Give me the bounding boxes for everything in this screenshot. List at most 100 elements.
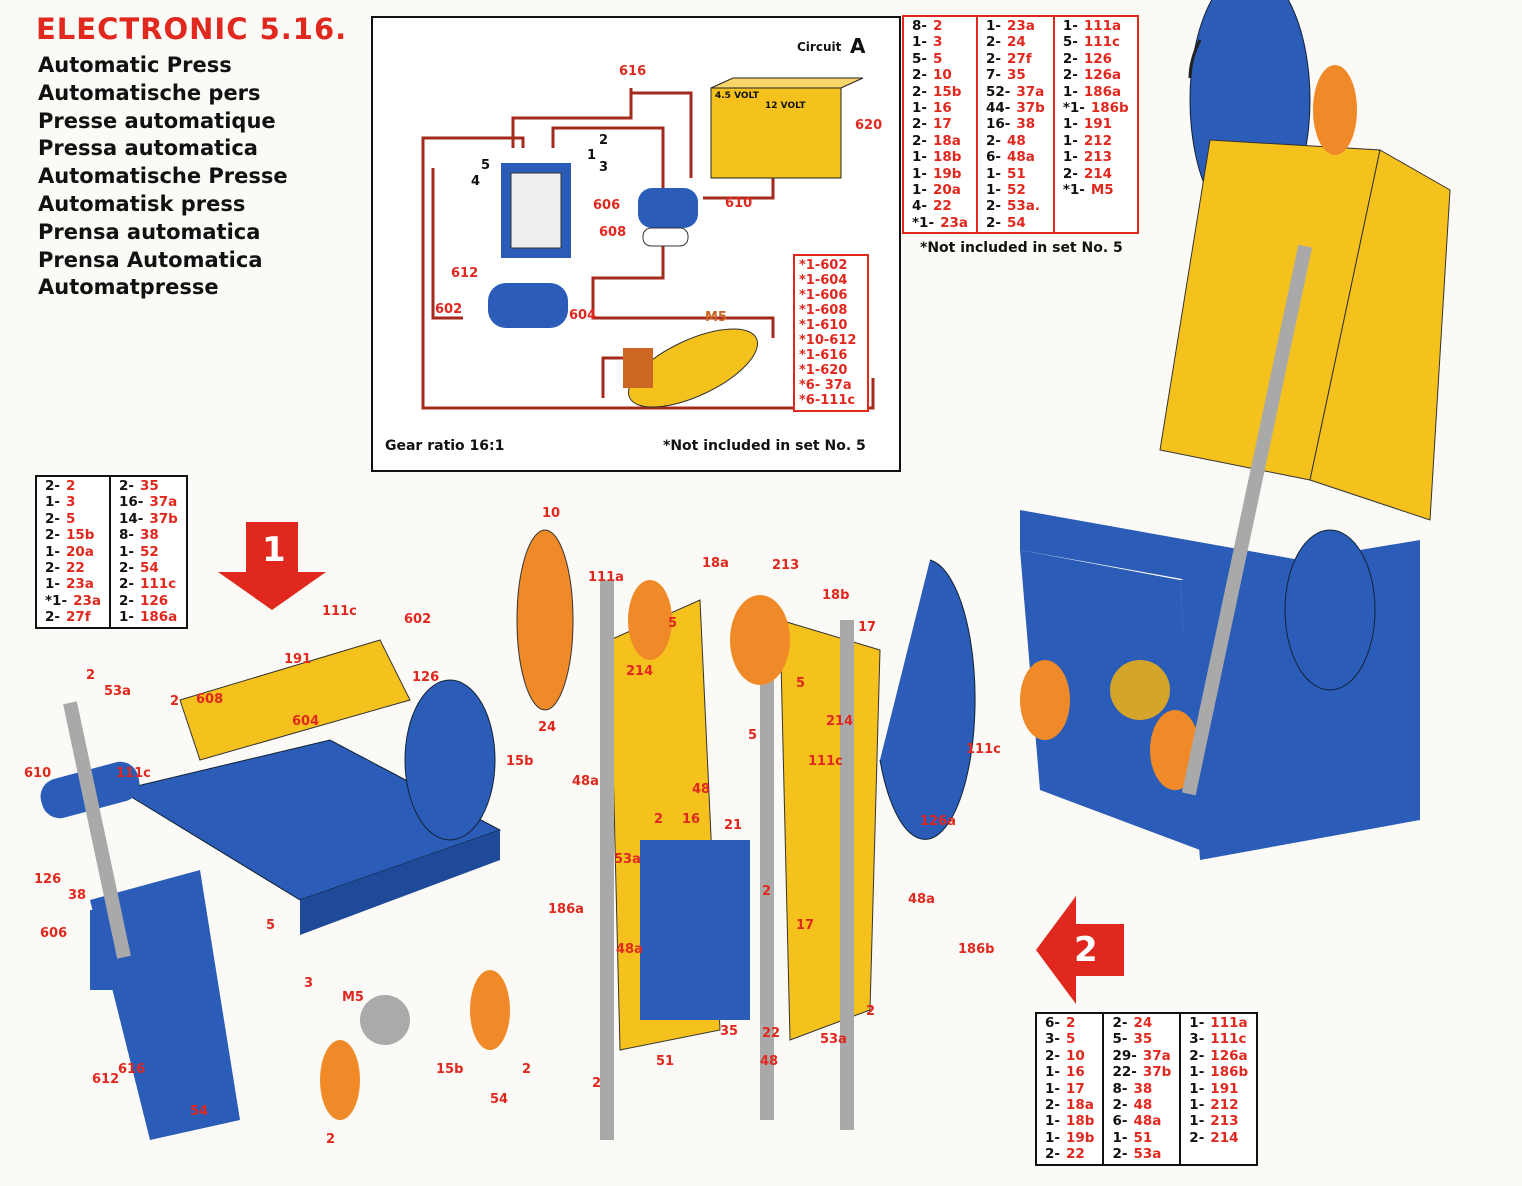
callout: 213	[772, 558, 800, 573]
part-number: 20a	[66, 543, 94, 560]
part-number: 19b	[1066, 1129, 1095, 1146]
part-quantity: 1-	[1045, 1080, 1060, 1097]
part-quantity: 1-	[1062, 83, 1078, 100]
model-name: Prensa automatica	[38, 219, 261, 244]
part-row: 2-126a	[1063, 67, 1129, 83]
part-row: 4- 22	[912, 198, 968, 214]
part-number: 212	[1083, 132, 1112, 149]
gear-ratio: Gear ratio 16:1	[385, 438, 505, 454]
callout: M5	[705, 310, 727, 325]
part-quantity: 6-	[1045, 1015, 1060, 1031]
part-quantity: 8-	[118, 527, 134, 544]
part-row: *1-23a	[45, 593, 101, 609]
part-number: 35	[1133, 1031, 1153, 1048]
part-number: 186b	[1210, 1064, 1249, 1081]
callout: 608	[196, 692, 224, 707]
part-number: 23a	[73, 592, 101, 609]
callout: 5	[796, 676, 806, 691]
part-number: 22	[933, 198, 952, 215]
part-quantity: 3-	[1189, 1031, 1205, 1048]
part-row: 14-37b	[119, 511, 178, 527]
callout: 2	[326, 1132, 336, 1147]
part-number: 16	[933, 100, 952, 117]
part-row: 5-5	[912, 51, 968, 67]
part-number: 186a	[139, 609, 178, 626]
part-quantity: 2-	[45, 560, 60, 577]
part-number: 213	[1083, 149, 1112, 166]
part-quantity: 1-	[1189, 1080, 1205, 1097]
part-row: 1-212	[1063, 133, 1129, 149]
callout: 616	[619, 64, 647, 79]
part-number: 48a	[1133, 1113, 1162, 1130]
stage1-number: 1	[262, 530, 286, 570]
callout: 24	[538, 720, 557, 735]
part-quantity: 2-	[1062, 67, 1078, 84]
part-quantity: 2-	[985, 50, 1001, 67]
part-quantity: 1-	[45, 576, 60, 593]
part-quantity: 2-	[1062, 50, 1078, 67]
circuit-diagram: Circuit A 616 620 2 1 3 5 4 606 610 608 …	[371, 16, 901, 472]
part-row: 3-5	[1045, 1031, 1094, 1047]
part-number: 24	[1133, 1015, 1153, 1031]
callout: 214	[826, 714, 854, 729]
part-row: 2-15b	[45, 527, 101, 543]
part-row: 2- 5	[45, 511, 101, 527]
part-quantity: 2-	[912, 83, 927, 100]
part-quantity: *1-	[912, 214, 935, 231]
part-row: 2-24	[986, 34, 1045, 50]
part-number: 2	[933, 18, 943, 34]
part-number: 48	[1006, 132, 1026, 149]
part-row: 2-53a	[1112, 1146, 1171, 1162]
part-quantity: 2-	[985, 198, 1001, 215]
part-row: 2-126	[119, 593, 178, 609]
part-quantity: 2-	[45, 510, 60, 527]
part-row: 1-51	[1112, 1130, 1171, 1146]
part-row: 2- 24	[1112, 1015, 1171, 1031]
part-row: 1-52	[119, 544, 178, 560]
part-quantity: 4-	[912, 198, 927, 215]
battery-label: 12 VOLT	[765, 101, 806, 111]
circuit-illustration	[421, 77, 875, 410]
model-name: Automatische Presse	[38, 164, 288, 189]
part-quantity: 2-	[1045, 1097, 1060, 1114]
part-number: 18a	[933, 132, 961, 149]
part-row: 16-37a	[119, 494, 178, 510]
callout: 2	[592, 1076, 602, 1091]
callout: 18b	[822, 588, 850, 603]
callout: 38	[68, 888, 87, 903]
part-quantity: 7-	[985, 67, 1001, 84]
part-row: 1-16	[1045, 1064, 1094, 1080]
part-row: 2-22	[45, 560, 101, 576]
part-quantity: 5-	[912, 50, 927, 67]
callout: 111c	[322, 604, 357, 619]
part-quantity: 1-	[1189, 1064, 1205, 1081]
part-number: 111a	[1083, 18, 1122, 34]
part-row: 16-38	[986, 116, 1045, 132]
main-parts-footnote: *Not included in set No. 5	[920, 240, 1123, 257]
callout: 111c	[116, 766, 151, 781]
callout: 17	[796, 918, 815, 933]
part-quantity: 2-	[1112, 1015, 1128, 1031]
part-number: 27f	[66, 609, 91, 626]
part-number: 52	[139, 543, 159, 560]
part-quantity: 1-	[1189, 1097, 1205, 1114]
callout: 22	[762, 1026, 781, 1041]
part-number: 37a	[1142, 1047, 1171, 1064]
part-quantity: *1-	[1062, 100, 1085, 117]
part-quantity: 1-	[985, 165, 1001, 182]
callout: 606	[593, 198, 621, 213]
part-quantity: 1-	[912, 149, 927, 166]
part-number: 51	[1133, 1129, 1153, 1146]
part-quantity: 8-	[1112, 1080, 1128, 1097]
part-quantity: 2-	[1189, 1047, 1205, 1064]
part-row: 2-126	[1063, 51, 1129, 67]
part-quantity: *1-	[1062, 182, 1085, 199]
part-quantity: 2-	[118, 478, 134, 494]
part-number: 18b	[933, 149, 962, 166]
part-number: 5	[66, 510, 76, 527]
part-number: 214	[1210, 1129, 1239, 1146]
part-row: 2-17	[912, 116, 968, 132]
part-row: 2-10	[1045, 1048, 1094, 1064]
